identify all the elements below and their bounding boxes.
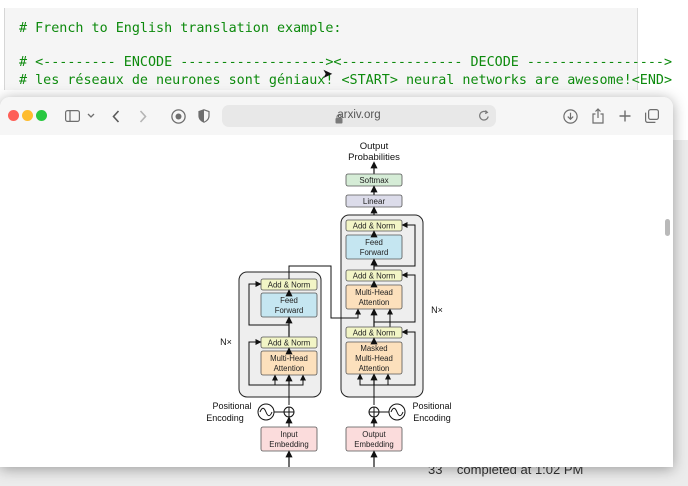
lock-icon bbox=[335, 111, 343, 129]
decoder-feed-label: Feed bbox=[365, 238, 383, 247]
decoder-cross-attention-label: Attention bbox=[359, 298, 390, 307]
encoder-stack bbox=[238, 271, 322, 398]
decoder-add-norm-2-label: Add & Norm bbox=[353, 272, 395, 281]
code-line-3: # les réseaux de neurones sont géniaux! … bbox=[19, 73, 673, 88]
encoder-add-norm-1-label: Add & Norm bbox=[268, 339, 310, 348]
encoder-forward-label: Forward bbox=[275, 306, 304, 315]
minimize-window-button[interactable] bbox=[22, 110, 33, 121]
decoder-positional-label: Positional bbox=[412, 401, 451, 411]
encoder-positional-label: Positional bbox=[212, 401, 251, 411]
input-embedding-label-2: Embedding bbox=[269, 440, 308, 449]
chevron-down-icon[interactable] bbox=[86, 106, 96, 126]
decoder-add-norm-1-label: Add & Norm bbox=[353, 329, 395, 338]
decoder-nx-label: N× bbox=[431, 305, 443, 315]
encoder-add-norm-2-label: Add & Norm bbox=[268, 281, 310, 290]
reload-icon[interactable] bbox=[478, 109, 490, 127]
decoder-masked-label: Masked bbox=[360, 344, 387, 353]
page-content: Output Probabilities Softmax Linear N× A… bbox=[0, 135, 673, 467]
scrollbar[interactable] bbox=[665, 219, 670, 236]
maximize-window-button[interactable] bbox=[36, 110, 47, 121]
tabs-overview-icon[interactable] bbox=[644, 106, 660, 126]
input-embedding-label-1: Input bbox=[280, 430, 298, 439]
decoder-encoding-label: Encoding bbox=[413, 413, 451, 423]
output-probabilities-label-1: Output bbox=[360, 141, 389, 152]
decoder-add-norm-3-label: Add & Norm bbox=[353, 222, 395, 231]
browser-window: arxiv.org Output Probabiliti bbox=[0, 97, 673, 467]
output-probabilities-label-2: Probabilities bbox=[348, 152, 400, 163]
new-tab-icon[interactable] bbox=[617, 106, 633, 126]
privacy-report-icon[interactable] bbox=[170, 106, 186, 126]
forward-icon[interactable] bbox=[137, 106, 149, 126]
download-icon[interactable] bbox=[562, 106, 578, 126]
transformer-architecture-diagram: Output Probabilities Softmax Linear N× A… bbox=[206, 141, 452, 467]
code-cell[interactable]: # French to English translation example:… bbox=[4, 8, 672, 90]
encoder-encoding-label: Encoding bbox=[206, 413, 244, 423]
encoder-feed-label: Feed bbox=[280, 296, 298, 305]
encoder-attention-label: Attention bbox=[274, 364, 305, 373]
mouse-cursor-icon: ➤ bbox=[322, 66, 333, 81]
close-window-button[interactable] bbox=[8, 110, 19, 121]
decoder-forward-label: Forward bbox=[360, 248, 389, 257]
sidebar-icon[interactable] bbox=[64, 106, 80, 126]
decoder-masked-multihead-label: Multi-Head bbox=[355, 354, 393, 363]
url-text: arxiv.org bbox=[337, 109, 381, 121]
encoder-nx-label: N× bbox=[220, 337, 232, 347]
code-line-1: # French to English translation example: bbox=[19, 21, 342, 36]
browser-toolbar: arxiv.org bbox=[0, 97, 673, 136]
decoder-cross-multihead-label: Multi-Head bbox=[355, 288, 393, 297]
decoder-masked-attention-label: Attention bbox=[359, 364, 390, 373]
linear-label: Linear bbox=[363, 197, 386, 206]
address-bar[interactable]: arxiv.org bbox=[222, 105, 496, 127]
shield-icon[interactable] bbox=[197, 106, 211, 126]
output-embedding-label-1: Output bbox=[362, 430, 386, 439]
code-line-2: # <--------- ENCODE ------------------><… bbox=[19, 55, 673, 70]
softmax-label: Softmax bbox=[359, 176, 388, 185]
output-embedding-label-2: Embedding bbox=[354, 440, 393, 449]
back-icon[interactable] bbox=[110, 106, 122, 126]
encoder-multihead-label: Multi-Head bbox=[270, 354, 308, 363]
share-icon[interactable] bbox=[590, 106, 606, 126]
